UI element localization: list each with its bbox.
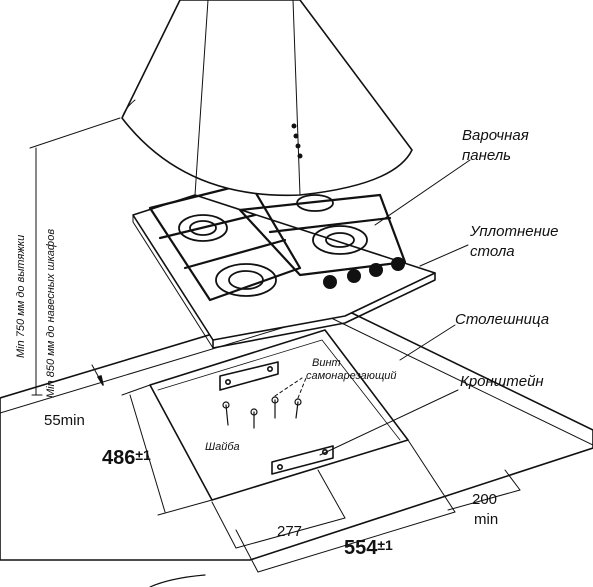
grates <box>148 181 407 302</box>
hood <box>121 0 413 197</box>
width-value: 554 <box>344 537 378 559</box>
knobs <box>323 257 405 289</box>
washer-label: Шайба <box>205 441 240 453</box>
bracket-top <box>219 361 279 391</box>
seal-label-line1: Уплотнение <box>470 223 559 240</box>
bracket-label: Кронштейн <box>460 373 544 390</box>
bracket-bottom <box>271 445 334 475</box>
width-dimension: 554±1 <box>344 538 393 558</box>
half-width-dimension: 277 <box>277 523 303 540</box>
screw-icons <box>222 396 302 429</box>
hob-label-line1: Варочная <box>462 127 529 144</box>
hood-controls <box>291 123 303 159</box>
width-tolerance: ±1 <box>377 537 393 553</box>
depth-dimension: 486±1 <box>102 448 151 468</box>
hob-top <box>132 194 436 341</box>
countertop-label: Столешница <box>455 311 550 328</box>
screw-label-line2: самонарезающий <box>306 370 397 382</box>
back-gap-value: 200 <box>472 491 498 508</box>
seal-label-line2: стола <box>470 243 515 260</box>
hob-label-line2: панель <box>462 147 512 164</box>
screw-label-line1: Винт <box>312 357 341 369</box>
depth-tolerance: ±1 <box>135 447 151 463</box>
edge-min-dimension: 55min <box>44 412 85 429</box>
cabinet-min-label: Min 850 мм до навесных шкафов <box>45 228 57 398</box>
depth-value: 486 <box>102 447 136 469</box>
burners <box>178 194 368 297</box>
hood-min-label: Min 750 мм до вытяжки <box>15 234 27 358</box>
back-gap-unit: min <box>474 511 499 528</box>
